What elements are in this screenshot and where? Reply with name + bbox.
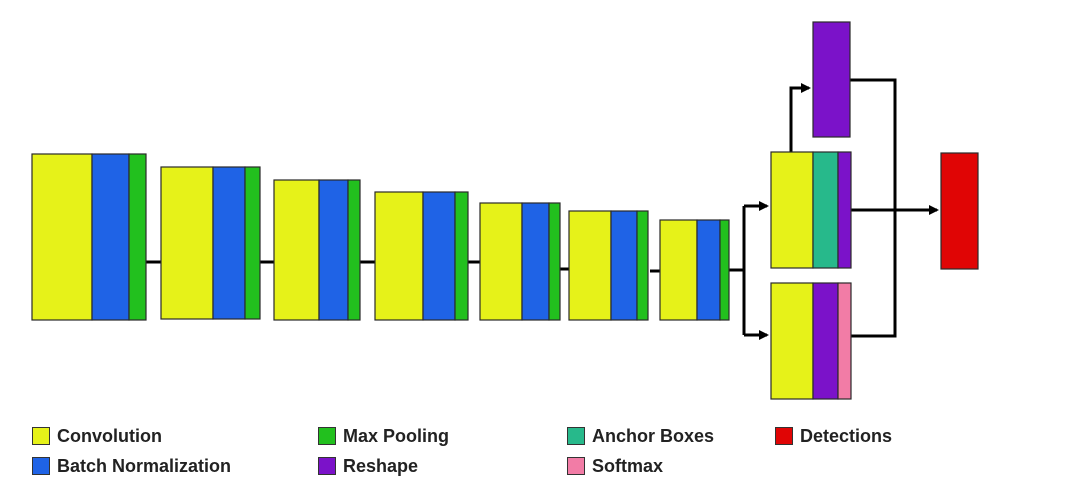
legend-anchor-boxes: Anchor Boxes bbox=[567, 425, 714, 447]
legend-label-softmax: Softmax bbox=[592, 455, 664, 476]
batch-normalization-layer bbox=[212, 166, 246, 320]
softmax-swatch bbox=[567, 457, 585, 475]
max-pooling-layer bbox=[244, 166, 261, 320]
legend-label-detections: Detections bbox=[800, 425, 893, 446]
backbone-block-4 bbox=[374, 191, 469, 321]
legend-label-reshape: Reshape bbox=[343, 455, 419, 476]
max-pooling-layer bbox=[719, 219, 730, 321]
backbone-block-5 bbox=[479, 202, 561, 321]
backbone-block-7 bbox=[659, 219, 730, 321]
head-block-2 bbox=[770, 151, 852, 269]
convolution-layer bbox=[770, 282, 814, 400]
backbone-block-2 bbox=[160, 166, 261, 320]
layer-blocks bbox=[31, 21, 979, 400]
batch-normalization-layer bbox=[610, 210, 638, 321]
max-pooling-swatch bbox=[318, 427, 336, 445]
convolution-swatch bbox=[32, 427, 50, 445]
convolution-layer bbox=[659, 219, 698, 321]
head-block-1 bbox=[812, 21, 851, 138]
legend-max-pooling: Max Pooling bbox=[318, 425, 449, 447]
convolution-layer bbox=[568, 210, 612, 321]
batch-normalization-layer bbox=[521, 202, 550, 321]
batch-normalization-layer bbox=[422, 191, 456, 321]
convolution-layer bbox=[273, 179, 320, 321]
reshape-layer bbox=[812, 21, 851, 138]
backbone-block-3 bbox=[273, 179, 361, 321]
arrow-to-reshape-head bbox=[789, 83, 811, 152]
network-diagram bbox=[31, 21, 979, 400]
convolution-layer bbox=[479, 202, 523, 321]
reshape-layer bbox=[837, 151, 852, 269]
head-block-3 bbox=[770, 282, 852, 400]
max-pooling-layer bbox=[548, 202, 561, 321]
convolution-layer bbox=[160, 166, 214, 320]
legend-label-convolution: Convolution bbox=[57, 425, 162, 446]
legend-batch-normalization: Batch Normalization bbox=[32, 455, 231, 477]
batch-normalization-swatch bbox=[32, 457, 50, 475]
softmax-layer bbox=[837, 282, 852, 400]
legend-reshape: Reshape bbox=[318, 455, 418, 477]
batch-normalization-layer bbox=[318, 179, 349, 321]
convolution-layer bbox=[770, 151, 814, 269]
legend-softmax: Softmax bbox=[567, 455, 663, 477]
max-pooling-layer bbox=[636, 210, 649, 321]
legend-label-anchor-boxes: Anchor Boxes bbox=[592, 425, 715, 446]
backbone-block-6 bbox=[568, 210, 649, 321]
convolution-layer bbox=[31, 153, 93, 321]
anchor-boxes-layer bbox=[812, 151, 839, 269]
reshape-swatch bbox=[318, 457, 336, 475]
legend-label-batch-normalization: Batch Normalization bbox=[57, 455, 232, 476]
max-pooling-layer bbox=[347, 179, 361, 321]
legend-label-max-pooling: Max Pooling bbox=[343, 425, 450, 446]
detections-swatch bbox=[775, 427, 793, 445]
anchor-boxes-swatch bbox=[567, 427, 585, 445]
reshape-layer bbox=[812, 282, 839, 400]
max-pooling-layer bbox=[128, 153, 147, 321]
batch-normalization-layer bbox=[91, 153, 130, 321]
detections-layer bbox=[940, 152, 979, 270]
batch-normalization-layer bbox=[696, 219, 721, 321]
convolution-layer bbox=[374, 191, 424, 321]
output-block-1 bbox=[940, 152, 979, 270]
max-pooling-layer bbox=[454, 191, 469, 321]
legend-convolution: Convolution bbox=[32, 425, 162, 447]
backbone-block-1 bbox=[31, 153, 147, 321]
merge-bus bbox=[850, 78, 897, 338]
legend-detections: Detections bbox=[775, 425, 892, 447]
